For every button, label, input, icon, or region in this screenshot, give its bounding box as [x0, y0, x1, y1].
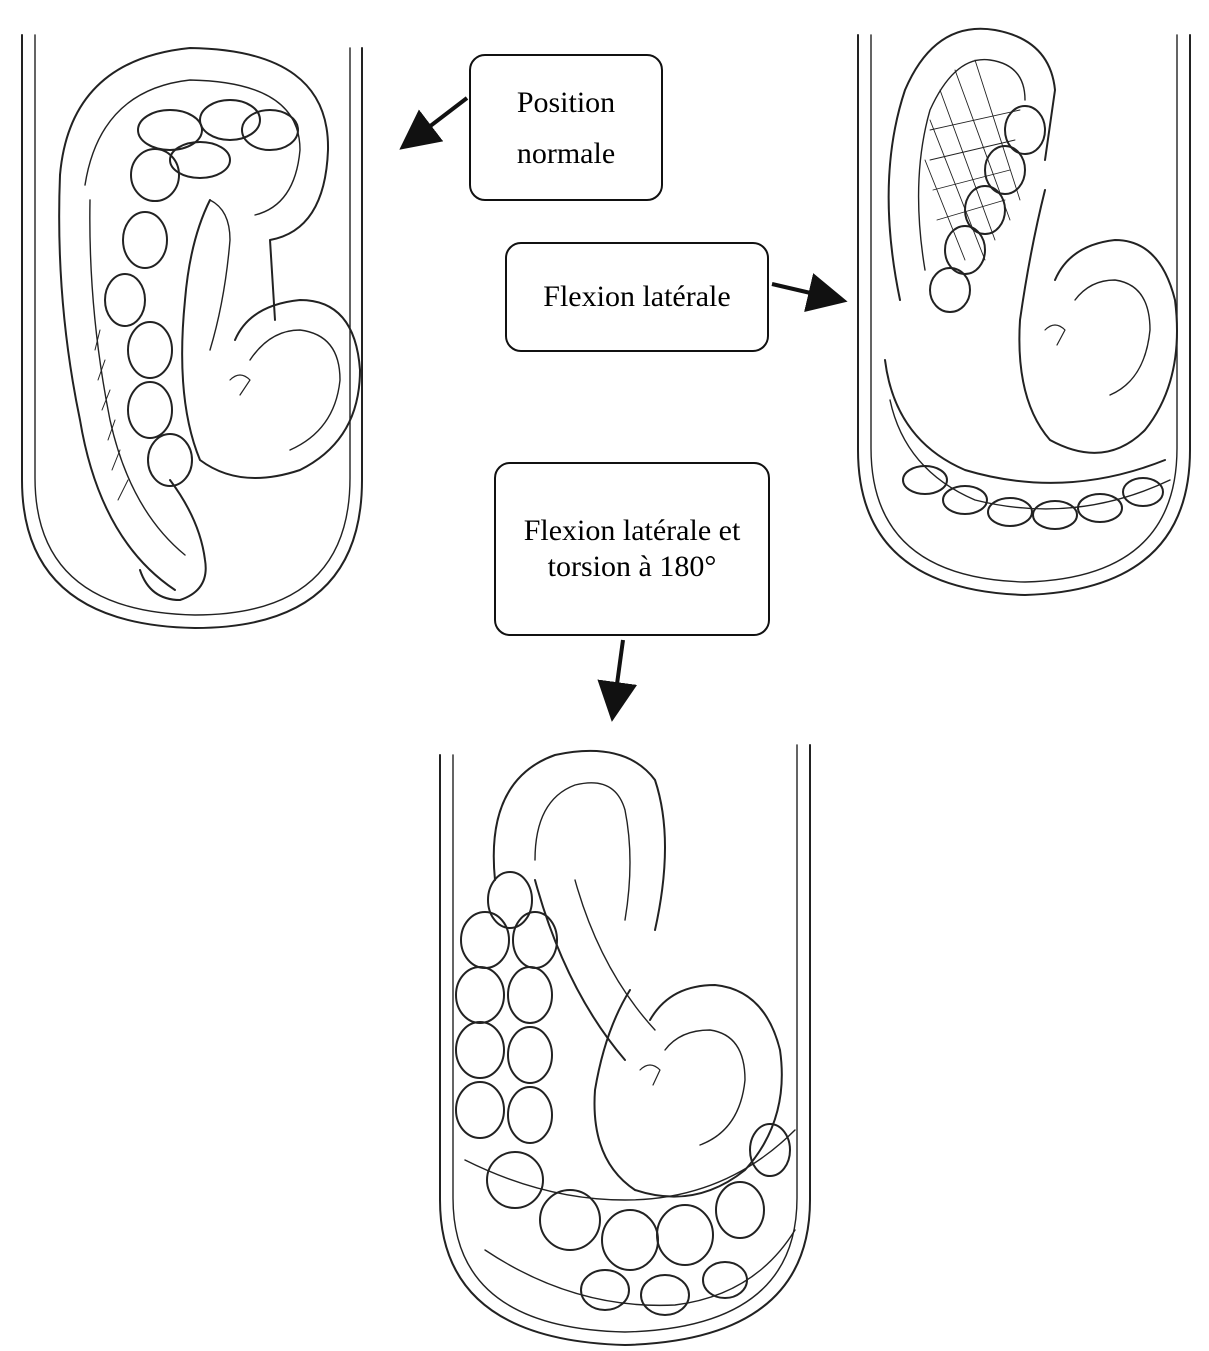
- label-box-normal-position: Position normale: [469, 54, 663, 201]
- illustration-torsion: [425, 730, 825, 1351]
- label-lateral-flexion: Flexion latérale: [543, 280, 730, 314]
- arrow-normal: [412, 98, 467, 140]
- arrow-lateral-flexion: [772, 284, 832, 298]
- label-box-lateral-flexion: Flexion latérale: [505, 242, 769, 352]
- illustration-lateral-flexion: [845, 0, 1209, 600]
- label-box-torsion: Flexion latérale et torsion à 180°: [494, 462, 770, 636]
- label-normal-position: Position normale: [485, 77, 647, 179]
- arrow-torsion: [614, 640, 623, 706]
- label-torsion: Flexion latérale et torsion à 180°: [514, 513, 750, 585]
- illustration-normal-position: [0, 0, 420, 640]
